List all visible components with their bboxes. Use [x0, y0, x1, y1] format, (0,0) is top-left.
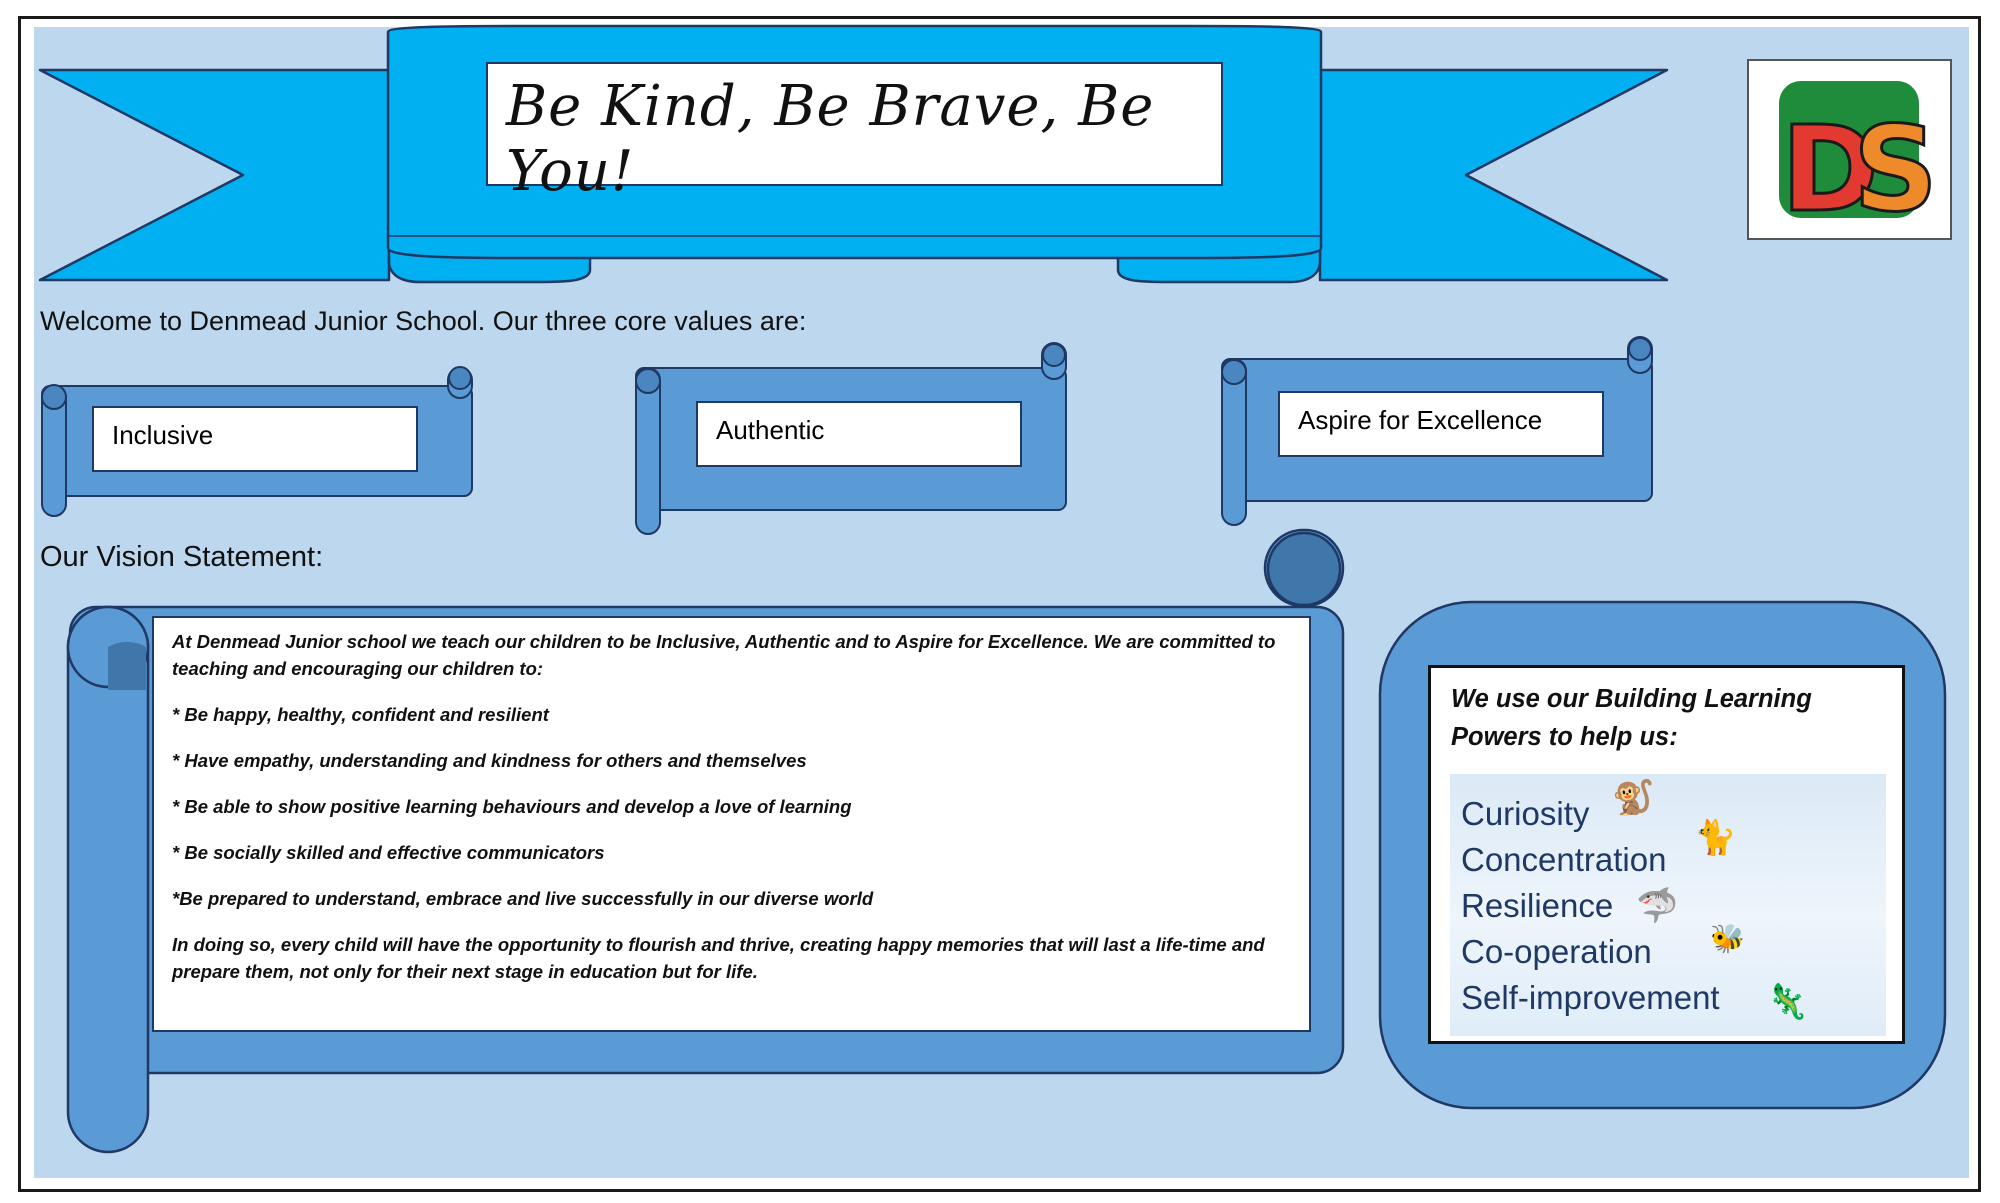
- learning-power-curiosity: Curiosity: [1461, 795, 1590, 832]
- vision-heading: Our Vision Statement:: [40, 541, 324, 573]
- learning-power-concentration: Concentration: [1461, 841, 1667, 878]
- ribbon-right-tail: [1318, 68, 1669, 282]
- vision-point: * Have empathy, understanding and kindne…: [172, 750, 807, 771]
- learning-powers-title: We use our Building Learning Powers to h…: [1451, 685, 1812, 751]
- vision-point: * Be socially skilled and effective comm…: [172, 842, 605, 863]
- vision-point: *Be prepared to understand, embrace and …: [172, 888, 874, 909]
- vision-point: * Be happy, healthy, confident and resil…: [172, 704, 549, 725]
- learning-power-resilience: Resilience: [1461, 887, 1614, 924]
- vision-closing: In doing so, every child will have the o…: [172, 934, 1265, 982]
- school-logo: D S: [1747, 59, 1952, 240]
- chameleon-icon: 🦎: [1766, 983, 1809, 1021]
- core-value-label: Aspire for Excellence: [1298, 405, 1543, 435]
- core-value-1: Inclusive: [92, 406, 418, 472]
- ds-logo-icon: D S: [1779, 81, 1940, 238]
- learning-powers-list: Curiosity Concentration Resilience Co-op…: [1450, 774, 1886, 1036]
- logo-letter-s: S: [1853, 100, 1938, 238]
- vision-point: * Be able to show positive learning beha…: [172, 796, 852, 817]
- vision-statement: At Denmead Junior school we teach our ch…: [152, 616, 1311, 1032]
- core-value-2: Authentic: [696, 401, 1022, 467]
- learning-power-self-improvement: Self-improvement: [1461, 979, 1720, 1016]
- core-value-3: Aspire for Excellence: [1278, 391, 1604, 457]
- motto-box: Be Kind, Be Brave, Be You!: [486, 62, 1223, 204]
- core-value-label: Authentic: [716, 415, 825, 445]
- ribbon-left-tail: [38, 68, 391, 282]
- learning-power-co-operation: Co-operation: [1461, 933, 1652, 970]
- cat-icon: 🐈: [1694, 819, 1737, 857]
- logo-letter-d: D: [1781, 100, 1879, 238]
- vision-intro: At Denmead Junior school we teach our ch…: [172, 631, 1276, 679]
- motto-text: Be Kind, Be Brave, Be You!: [506, 74, 1155, 204]
- monkey-icon: 🐒: [1612, 779, 1655, 817]
- welcome-text: Welcome to Denmead Junior School. Our th…: [40, 306, 807, 336]
- core-value-label: Inclusive: [112, 420, 214, 450]
- learning-powers-box: We use our Building Learning Powers to h…: [1428, 665, 1905, 1044]
- shark-icon: 🦈: [1636, 887, 1679, 925]
- bee-icon: 🐝: [1710, 923, 1745, 954]
